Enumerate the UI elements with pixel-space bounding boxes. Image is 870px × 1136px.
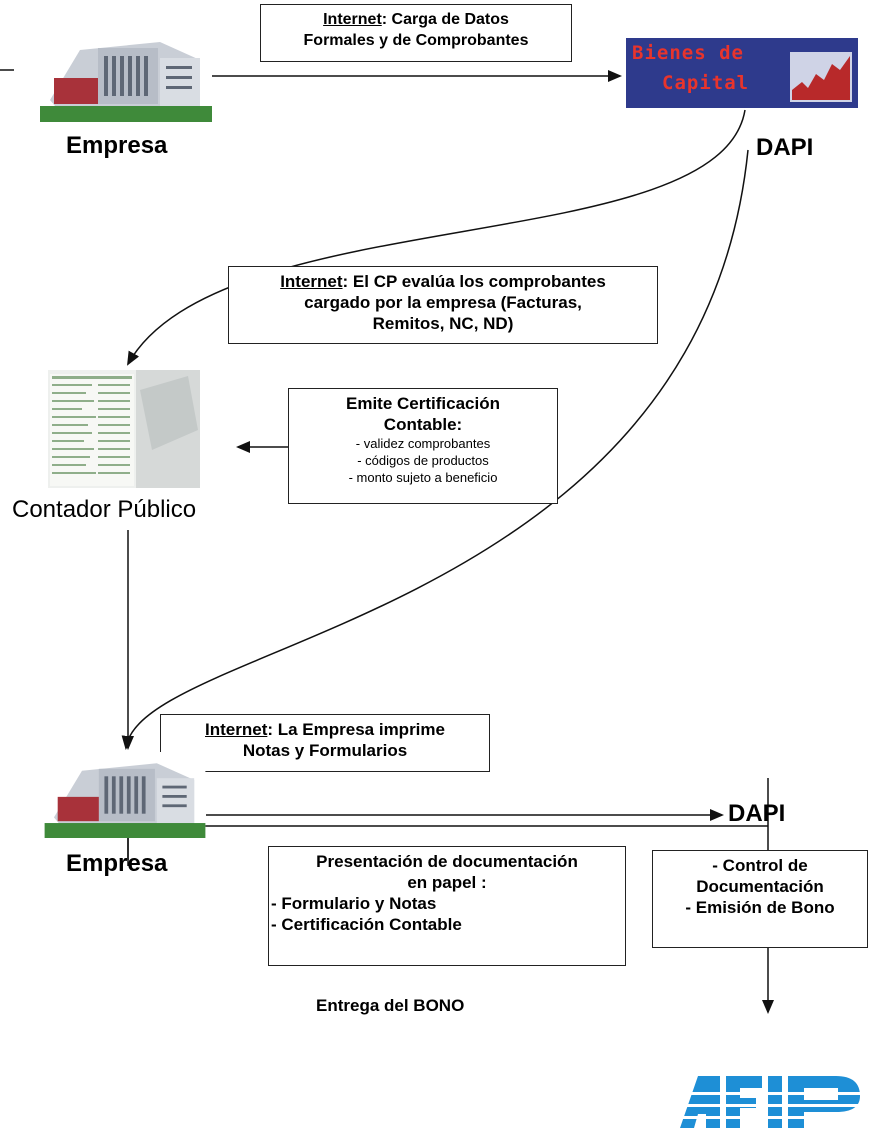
- box-cp-evalua: Internet: El CP evalúa los comprobantes …: [228, 266, 658, 344]
- empresa-bottom-label: Empresa: [66, 850, 168, 877]
- presentacion-line1: Presentación de documentación: [316, 852, 578, 871]
- rising-chart-icon: [790, 52, 852, 102]
- contador-publico-label: Contador Público: [12, 496, 197, 523]
- empresa-building-image-top: [40, 30, 212, 127]
- empresa-top-label: Empresa: [66, 132, 168, 159]
- box-carga-datos: Internet: Carga de Datos Formales y de C…: [260, 4, 572, 62]
- box-control: - Control de Documentación - Emisión de …: [652, 850, 868, 948]
- afip-logo: [676, 1072, 864, 1130]
- dapi-top-label: DAPI: [756, 134, 814, 161]
- certificacion-title1: Emite Certificación: [346, 394, 500, 413]
- entrega-bono-label: Entrega del BONO: [316, 996, 465, 1015]
- evalua-line3: Remitos, NC, ND): [372, 314, 514, 333]
- afip-logo-mark: [676, 1076, 864, 1128]
- evalua-text: : El CP evalúa los comprobantes: [342, 272, 606, 291]
- certificacion-item: - monto sujeto a beneficio: [348, 470, 498, 485]
- empresa-building-image-bottom: [44, 752, 206, 843]
- edge-dapi-to-empresa: [121, 149, 749, 750]
- bienes-logo-line2: Capital: [662, 72, 750, 94]
- certificacion-item: - validez comprobantes: [355, 436, 491, 451]
- bienes-logo-line1: Bienes de: [632, 42, 744, 64]
- presentacion-item: - Formulario y Notas: [271, 894, 437, 913]
- imprime-text: : La Empresa imprime: [267, 720, 445, 739]
- dapi-bottom-label: DAPI: [728, 800, 786, 827]
- edge-dapi-to-contador: [127, 109, 746, 366]
- presentacion-item: - Certificación Contable: [271, 915, 462, 934]
- bienes-de-capital-logo: Bienes de Capital: [626, 38, 858, 108]
- control-line3: - Emisión de Bono: [685, 898, 835, 917]
- certificacion-title2: Contable:: [383, 415, 463, 434]
- box-certificacion: Emite Certificación Contable: - validez …: [288, 388, 558, 504]
- evalua-line2: cargado por la empresa (Facturas,: [304, 293, 582, 312]
- internet-prefix: Internet: [280, 272, 343, 291]
- box-presentacion: Presentación de documentación en papel :…: [268, 846, 626, 966]
- carga-line2: Formales y de Comprobantes: [303, 32, 529, 49]
- imprime-line2: Notas y Formularios: [242, 741, 408, 760]
- control-line1: - Control de: [712, 856, 808, 875]
- carga-text: : Carga de Datos: [381, 11, 509, 28]
- internet-prefix: Internet: [323, 11, 382, 28]
- contador-spreadsheet-image: [48, 370, 200, 488]
- box-empresa-imprime: Internet: La Empresa imprime Notas y For…: [160, 714, 490, 772]
- presentacion-line2: en papel :: [407, 873, 487, 892]
- control-line2: Documentación: [696, 877, 824, 896]
- certificacion-item: - códigos de productos: [357, 453, 489, 468]
- internet-prefix: Internet: [205, 720, 268, 739]
